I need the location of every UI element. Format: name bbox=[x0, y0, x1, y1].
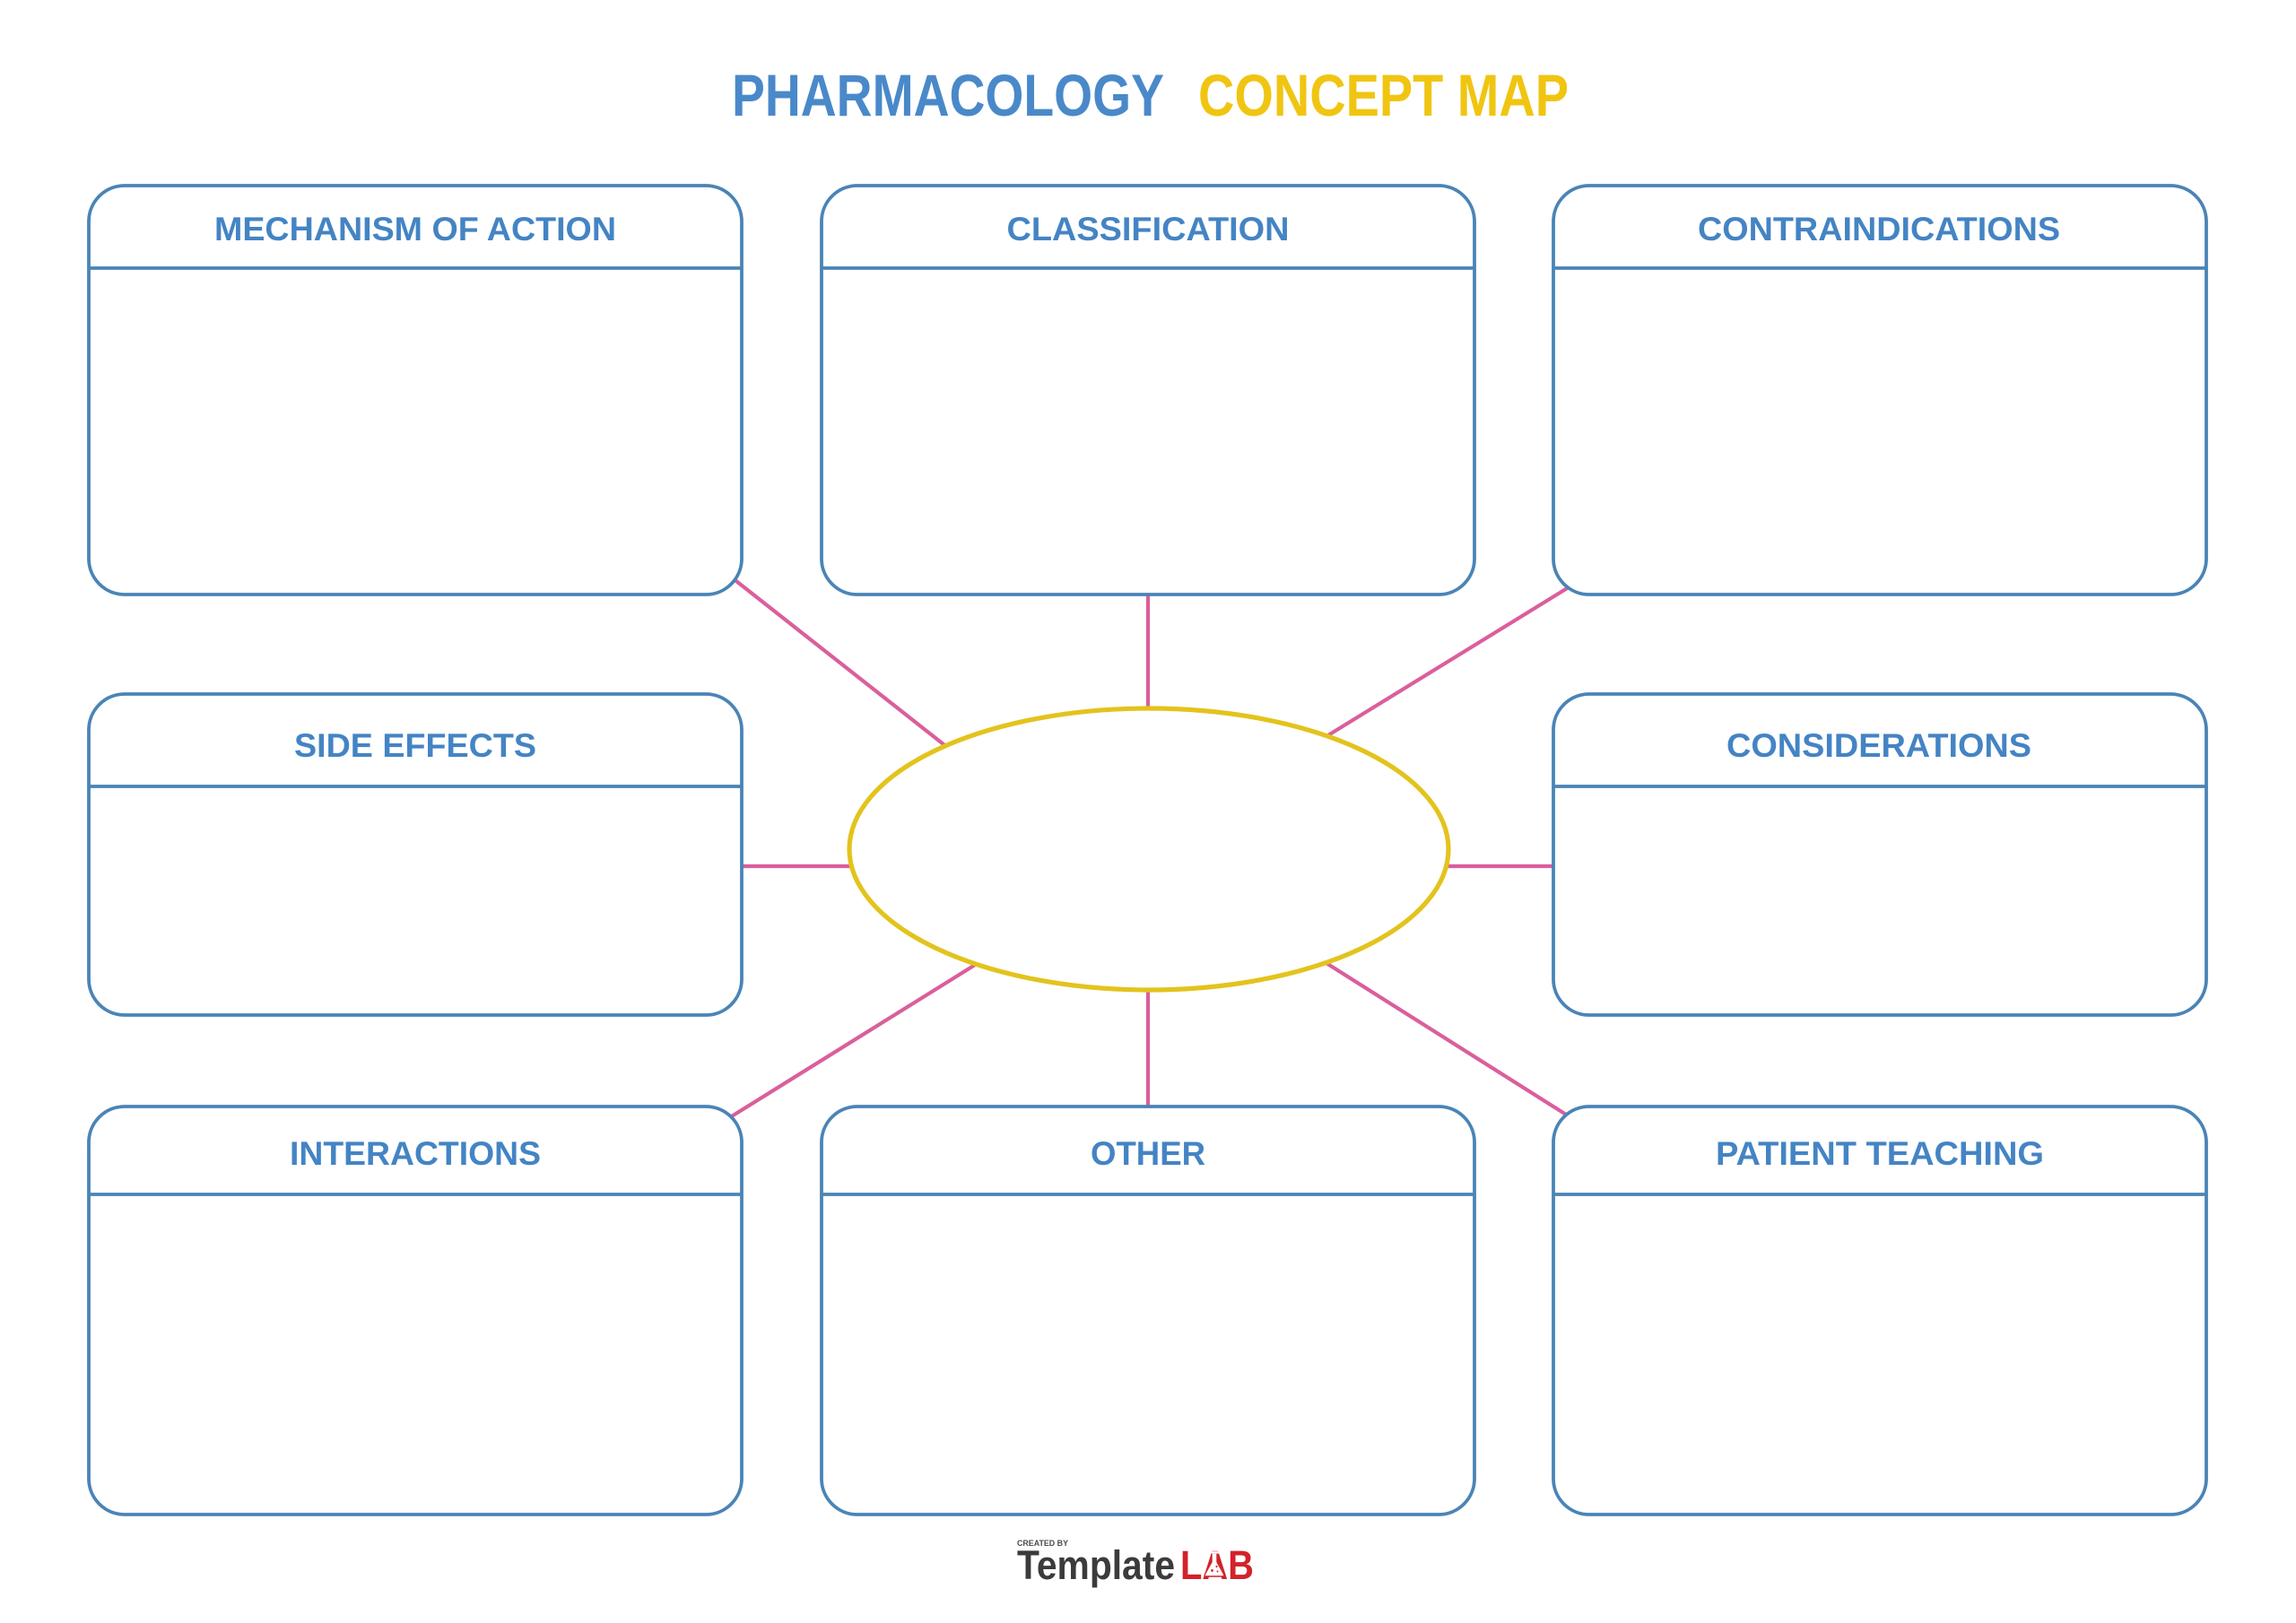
svg-text:MECHANISM OF ACTION: MECHANISM OF ACTION bbox=[214, 211, 616, 247]
svg-text:SIDE EFFECTS: SIDE EFFECTS bbox=[294, 727, 536, 764]
svg-text:PHARMACOLOGY: PHARMACOLOGY bbox=[732, 62, 1164, 128]
svg-text:OTHER: OTHER bbox=[1091, 1135, 1205, 1172]
svg-text:INTERACTIONS: INTERACTIONS bbox=[290, 1135, 541, 1172]
svg-text:CONCEPT MAP: CONCEPT MAP bbox=[1198, 62, 1569, 128]
svg-text:CREATED BY: CREATED BY bbox=[1017, 1539, 1068, 1548]
svg-text:CONTRAINDICATIONS: CONTRAINDICATIONS bbox=[1698, 211, 2060, 247]
svg-text:CLASSIFICATION: CLASSIFICATION bbox=[1007, 211, 1290, 247]
svg-text:Template: Template bbox=[1017, 1542, 1175, 1588]
svg-text:PATIENT TEACHING: PATIENT TEACHING bbox=[1716, 1135, 2044, 1172]
svg-text:CONSIDERATIONS: CONSIDERATIONS bbox=[1726, 727, 2031, 764]
